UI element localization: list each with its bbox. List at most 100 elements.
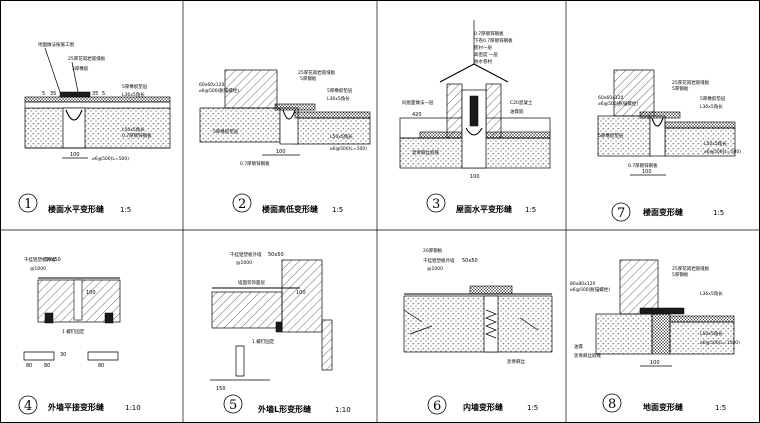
detail-number: 6 xyxy=(433,399,441,414)
detail-panel-6: 20厚钢板 干挂铝塑板外墙 50x50 @1000 沥青麻丝 6 内墙变形缝 1… xyxy=(403,247,553,415)
detail-number: 4 xyxy=(24,399,32,414)
detail-title: 楼面变形缝 xyxy=(643,207,683,217)
dimension-label: 35 xyxy=(50,91,56,97)
detail-panel-5: 干挂铝塑板外墙 50x50 @1000 墙面装饰面层 100 1 螺钉固定 15… xyxy=(210,251,351,414)
callout-label: 25厚花岗岩嵌缝板 xyxy=(68,55,106,62)
callout-label: 干挂铝塑板外墙 xyxy=(423,257,455,264)
callout-label: L50x5角长 xyxy=(330,133,353,140)
callout-label: 60x60x120 xyxy=(598,95,624,101)
detail-panel-3: 0.7厚镀锌钢板 下卷0.7厚镀锌钢板 底衬一层 高密度 一层 防水卷材 同屋面… xyxy=(399,20,551,214)
detail-number: 2 xyxy=(238,197,246,212)
callout-label: 地面做法按施工图 xyxy=(38,41,74,48)
detail-panel-1: 100 地面做法按施工图 25厚花岗岩嵌缝板 5厚橡胶 5厚橡胶垫层 L36x5… xyxy=(18,41,171,214)
dimension-label: 80 xyxy=(98,363,104,369)
callout-label: 防水卷材 xyxy=(474,58,492,65)
detail-panel-2: 100 60x60x120 ⌀6@500(胀锚螺栓) 25厚花岗岩嵌缝板 5厚钢… xyxy=(199,69,371,214)
dimension-label: 420 xyxy=(412,112,422,118)
callout-label: 25厚花岗岩嵌缝板 xyxy=(672,79,710,86)
callout-label: 1 螺钉固定 xyxy=(252,338,275,345)
callout-label: 0.7厚镀锌钢板 xyxy=(122,132,152,139)
dimension-label: 50x50 xyxy=(268,252,284,258)
detail-number-circle xyxy=(427,395,447,415)
callout-label: 5厚钢板 xyxy=(300,75,317,82)
detail-number: 7 xyxy=(617,206,625,221)
detail-scale: 1:5 xyxy=(332,206,343,214)
callout-label: 同屋面做法一层 xyxy=(402,99,434,106)
detail-number-circle xyxy=(602,393,622,413)
callout-label: ⌀6@500(L=500) xyxy=(330,146,367,152)
callout-label: 80x80x120 xyxy=(570,281,596,287)
callout-label: L36x5角长 xyxy=(327,95,350,102)
callout-label: 沥青麻丝嵌缝 xyxy=(574,352,601,359)
detail-number: 5 xyxy=(229,398,237,413)
detail-title: 内墙变形缝 xyxy=(463,402,503,412)
callout-label: 下卷0.7厚镀锌钢板 xyxy=(474,37,513,44)
detail-scale: 1:10 xyxy=(125,404,141,412)
callout-label: @1000 xyxy=(236,260,252,266)
detail-scale: 1:5 xyxy=(120,206,131,214)
callout-label: 0.7厚镀锌钢板 xyxy=(474,30,504,37)
callout-label: L50x5角长 xyxy=(700,330,723,337)
callout-label: ⌀6@500(胀锚螺栓) xyxy=(199,87,239,94)
callout-label: ⌀6@500(L=500) xyxy=(92,156,129,162)
dimension-label: 50x50 xyxy=(462,258,478,264)
callout-label: 20厚钢板 xyxy=(423,247,443,254)
callout-label: ⌀6@500(胀锚螺栓) xyxy=(570,286,610,293)
detail-title: 外墙L形变形缝 xyxy=(258,404,311,414)
callout-label: 25厚花岗岩嵌缝板 xyxy=(672,265,710,272)
callout-label: L50x5角长 xyxy=(122,126,145,133)
detail-scale: 1:5 xyxy=(715,404,726,412)
callout-label: L50x5角长 xyxy=(704,140,727,147)
dimension-label: 35 xyxy=(92,91,98,97)
dimension-label: 5 xyxy=(102,91,105,97)
detail-panel-7: 100 25厚花岗岩嵌缝板 5厚钢板 60x60x120 ⌀6@500(胀锚螺栓… xyxy=(597,69,741,222)
detail-number-circle xyxy=(18,395,38,415)
dimension-label: 100 xyxy=(86,290,96,296)
callout-label: 底衬一层 xyxy=(474,44,492,51)
detail-title: 楼面高低变形缝 xyxy=(262,204,318,214)
detail-number-circle xyxy=(18,193,38,213)
detail-number-circle xyxy=(223,394,243,414)
dimension-label: 150 xyxy=(216,386,226,392)
callout-label: 高密度 一层 xyxy=(474,51,498,58)
callout-label: 油膏 xyxy=(574,343,583,350)
callout-label: ⌀6@500(L=1500) xyxy=(700,340,740,346)
callout-label: 沥青麻丝 xyxy=(507,358,525,365)
dimension-label: 100 xyxy=(642,169,652,175)
callout-label: 60x60x120 xyxy=(199,82,225,88)
detail-number: 1 xyxy=(24,197,32,212)
detail-scale: 1:5 xyxy=(525,206,536,214)
callout-label: 1 螺钉固定 xyxy=(62,328,85,335)
callout-label: 沥青麻丝嵌缝 xyxy=(412,149,439,156)
callout-label: 5厚橡胶垫层 xyxy=(213,128,239,135)
callout-label: @1000 xyxy=(30,266,46,272)
callout-label: 5厚钢板 xyxy=(672,271,689,278)
callout-label: @1000 xyxy=(427,266,443,272)
callout-label: 5厚钢板 xyxy=(672,85,689,92)
dimension-label: 100 xyxy=(70,152,80,158)
detail-scale: 1:10 xyxy=(335,406,351,414)
callout-label: 0.7厚镀锌钢板 xyxy=(240,160,270,167)
callout-label: 干挂铝塑板外墙 xyxy=(230,251,262,258)
callout-label: 干挂铝塑板外墙 xyxy=(24,256,56,263)
callout-label: C20混凝土 xyxy=(510,99,533,106)
dimension-label: 100 xyxy=(276,149,286,155)
dimension-label: 100 xyxy=(650,360,660,366)
callout-label: 0.7厚镀锌钢板 xyxy=(628,162,658,169)
dimension-label: 100 xyxy=(296,290,306,296)
callout-label: 5厚橡胶垫层 xyxy=(700,95,726,102)
detail-panel-8: 80x80x120 ⌀6@500(胀锚螺栓) 25厚花岗岩嵌缝板 5厚钢板 L3… xyxy=(570,259,740,413)
detail-title: 屋面水平变形缝 xyxy=(456,204,512,214)
callout-label: ⌀6@500(胀锚螺栓) xyxy=(598,100,638,107)
callout-label: 5厚橡胶 xyxy=(72,65,89,72)
detail-title: 外墙平接变形缝 xyxy=(48,402,104,412)
callout-label: 5厚橡胶垫层 xyxy=(598,132,624,139)
callout-label: ⌀6@500(L=500) xyxy=(704,149,741,155)
callout-label: 墙面装饰面层 xyxy=(238,279,265,286)
detail-number-circle xyxy=(426,193,446,213)
detail-number-circle xyxy=(611,202,631,222)
dimension-label: 50x50 xyxy=(45,257,61,263)
detail-title: 地面变形缝 xyxy=(643,402,683,412)
dimension-label: 100 xyxy=(470,174,480,180)
